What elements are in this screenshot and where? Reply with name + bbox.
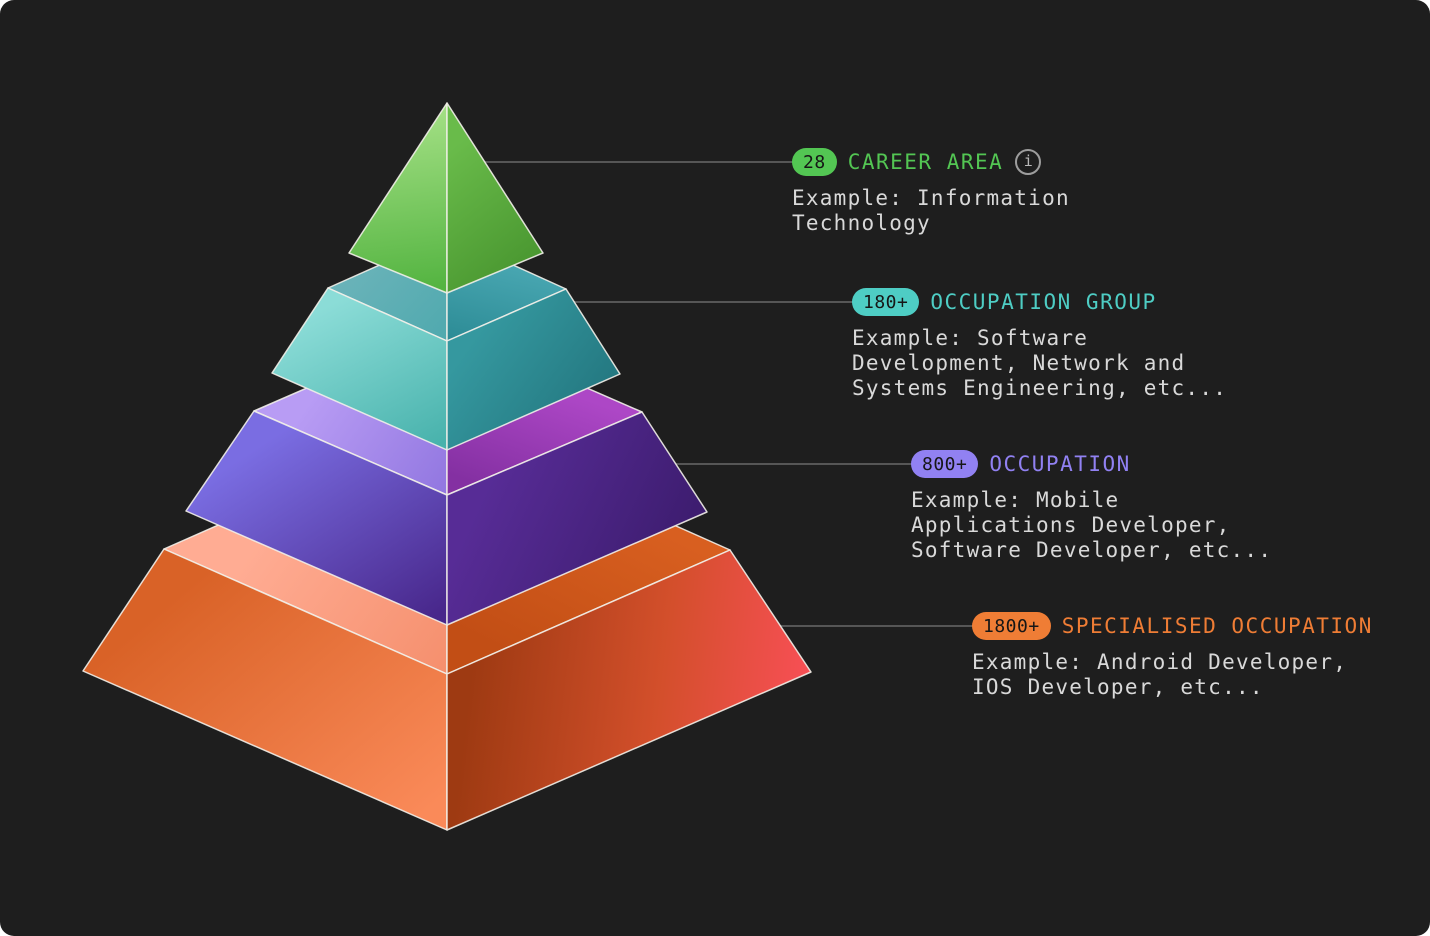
- teal-right-face: [446, 288, 621, 451]
- label-occupation-group: 180+ OCCUPATION GROUP Example: Software …: [852, 288, 1282, 401]
- info-icon[interactable]: i: [1015, 149, 1042, 175]
- pyramid-level-career-area[interactable]: [348, 102, 544, 294]
- pyramid-level-occupation-group[interactable]: [271, 234, 621, 451]
- label-row: 800+ OCCUPATION: [911, 450, 1341, 478]
- level-example-specialised-occupation: Example: Android Developer, IOS Develope…: [972, 650, 1348, 699]
- label-career-area: 28 CAREER AREA i Example: Information Te…: [792, 148, 1222, 236]
- label-row: 28 CAREER AREA i: [792, 148, 1222, 176]
- level-example-occupation: Example: Mobile Applications Developer, …: [911, 488, 1273, 562]
- label-occupation: 800+ OCCUPATION Example: Mobile Applicat…: [911, 450, 1341, 563]
- green-left-face: [348, 102, 448, 294]
- level-example-career-area: Example: Information Technology: [792, 186, 1070, 235]
- count-badge-career-area: 28: [792, 148, 837, 176]
- level-title-career-area: CAREER AREA: [847, 150, 1004, 174]
- level-title-occupation: OCCUPATION: [989, 452, 1131, 476]
- count-badge-occupation: 800+: [911, 450, 979, 478]
- level-title-occupation-group: OCCUPATION GROUP: [930, 290, 1157, 314]
- label-row: 1800+ SPECIALISED OCCUPATION: [972, 612, 1402, 640]
- level-example-occupation-group: Example: Software Development, Network a…: [852, 326, 1228, 400]
- count-badge-occupation-group: 180+: [852, 288, 920, 316]
- count-badge-specialised-occupation: 1800+: [972, 612, 1051, 640]
- label-specialised-occupation: 1800+ SPECIALISED OCCUPATION Example: An…: [972, 612, 1402, 700]
- purple-right-face: [446, 411, 708, 626]
- label-row: 180+ OCCUPATION GROUP: [852, 288, 1282, 316]
- level-title-specialised-occupation: SPECIALISED OCCUPATION: [1061, 614, 1373, 638]
- green-right-face: [446, 102, 544, 294]
- orange-right-face: [446, 549, 812, 831]
